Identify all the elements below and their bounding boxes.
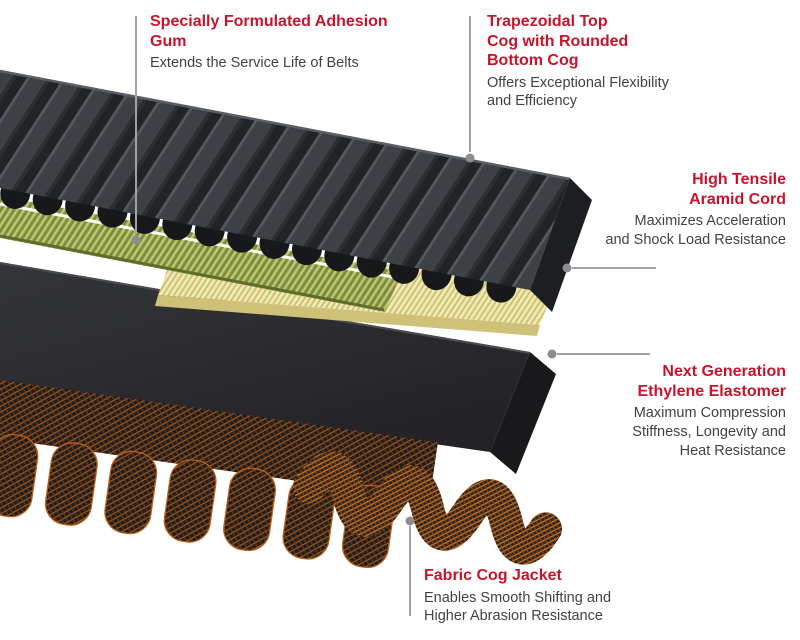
callout-body-adhesion-gum: Extends the Service Life of Belts	[150, 55, 359, 72]
callout-dot-elastomer	[547, 349, 557, 359]
layer-fabric-cog-jacket	[292, 451, 563, 565]
callout-fabric-jacket: Fabric Cog Jacket Enables Smooth Shiftin…	[424, 566, 694, 626]
callout-body-elastomer: Maximum Compression Stiffness, Longevity…	[632, 405, 786, 459]
callout-dot-adhesion-gum	[131, 235, 141, 245]
callout-title-aramid-cord: High Tensile Aramid Cord	[689, 171, 786, 208]
callout-dot-aramid-cord	[562, 263, 572, 273]
callout-body-fabric-jacket: Enables Smooth Shifting and Higher Abras…	[424, 589, 612, 625]
callout-title-adhesion-gum: Specially Formulated Adhesion Gum	[150, 13, 388, 50]
callout-body-top-cog: Offers Exceptional Flexibility and Effic…	[487, 74, 669, 110]
callout-dot-top-cog	[465, 153, 475, 163]
layer-top-cog	[0, 69, 592, 312]
callout-title-elastomer: Next Generation Ethylene Elastomer	[637, 363, 787, 400]
callout-adhesion-gum: Specially Formulated Adhesion Gum Extend…	[150, 12, 430, 73]
callout-top-cog: Trapezoidal Top Cog with Rounded Bottom …	[487, 12, 717, 111]
callout-dot-fabric-jacket	[405, 516, 415, 526]
callout-title-fabric-jacket: Fabric Cog Jacket	[424, 567, 562, 584]
callout-title-top-cog: Trapezoidal Top Cog with Rounded Bottom …	[487, 13, 629, 70]
callout-elastomer: Next Generation Ethylene Elastomer Maxim…	[526, 362, 786, 461]
callout-body-aramid-cord: Maximizes Acceleration and Shock Load Re…	[605, 213, 786, 248]
callout-aramid-cord: High Tensile Aramid Cord Maximizes Accel…	[526, 170, 786, 250]
